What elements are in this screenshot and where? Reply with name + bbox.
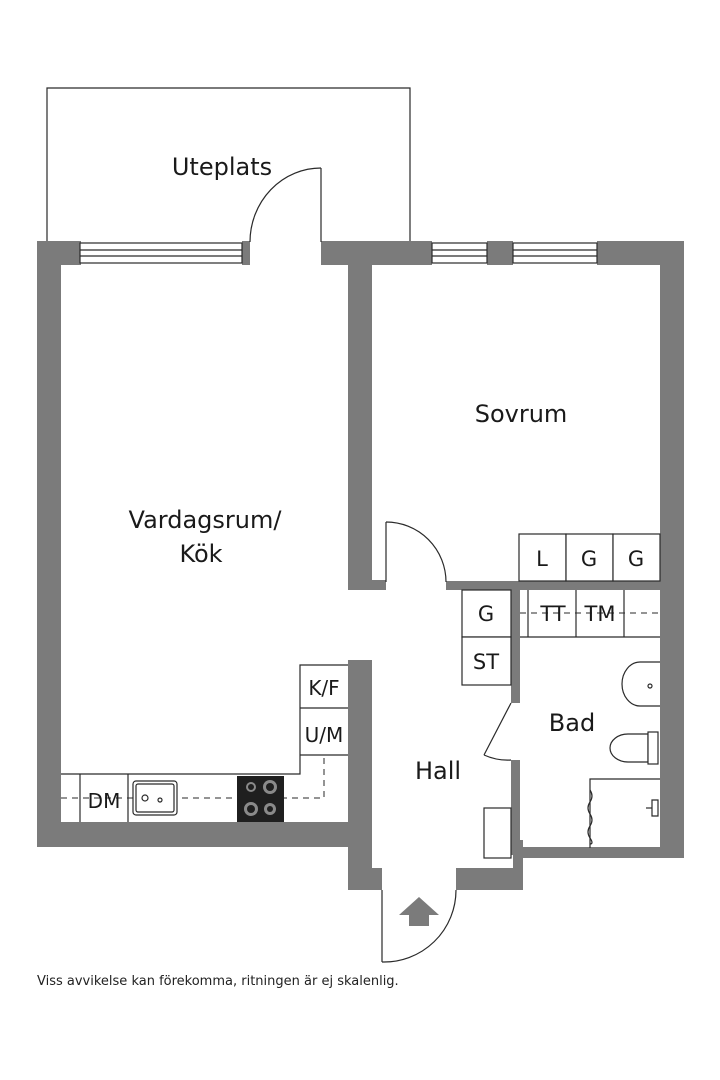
fixture-label-kf: K/F bbox=[308, 676, 339, 700]
stove-icon bbox=[237, 776, 284, 822]
window-icon bbox=[512, 242, 598, 264]
fixture-label-um: U/M bbox=[305, 723, 344, 747]
washbasin-icon bbox=[621, 661, 660, 707]
window-icon bbox=[79, 242, 243, 264]
fixture-label-st: ST bbox=[473, 650, 499, 674]
patio-outline bbox=[46, 87, 411, 242]
wardrobe-l bbox=[518, 533, 567, 582]
shower-icon bbox=[587, 778, 660, 848]
window-icon bbox=[431, 242, 488, 264]
room-label-kok: Kök bbox=[179, 540, 222, 568]
walls bbox=[37, 241, 684, 890]
door-swing-icon bbox=[381, 889, 457, 963]
door-swing-icon bbox=[249, 167, 322, 243]
fixture-label-tt: TT bbox=[539, 602, 565, 626]
storage-st bbox=[461, 636, 512, 686]
room-label-uteplats: Uteplats bbox=[172, 153, 272, 181]
hall-shelf bbox=[483, 807, 512, 859]
room-label-hall: Hall bbox=[415, 757, 461, 785]
door-swing-icon bbox=[385, 521, 447, 583]
room-label-vardagsrum: Vardagsrum/ bbox=[129, 506, 283, 534]
fixture-label-dm: DM bbox=[88, 789, 121, 813]
counter-dashline bbox=[61, 755, 325, 799]
fixture-label-tm: TM bbox=[584, 602, 616, 626]
room-label-bad: Bad bbox=[549, 709, 595, 737]
disclaimer-text: Viss avvikelse kan förekomma, ritningen … bbox=[37, 974, 399, 989]
entrance-arrow-icon bbox=[399, 897, 439, 926]
wardrobe-g1 bbox=[565, 533, 614, 582]
fixture-label-g2: G bbox=[628, 547, 644, 571]
fixture-label-l: L bbox=[536, 547, 548, 571]
wardrobe-g2 bbox=[612, 533, 661, 582]
fixture-label-g1: G bbox=[581, 547, 597, 571]
sink-icon bbox=[132, 780, 178, 816]
toilet-icon bbox=[609, 731, 659, 765]
door-swing-icon bbox=[483, 702, 512, 761]
room-label-sovrum: Sovrum bbox=[475, 400, 568, 428]
fixture-label-g-hall: G bbox=[478, 602, 494, 626]
